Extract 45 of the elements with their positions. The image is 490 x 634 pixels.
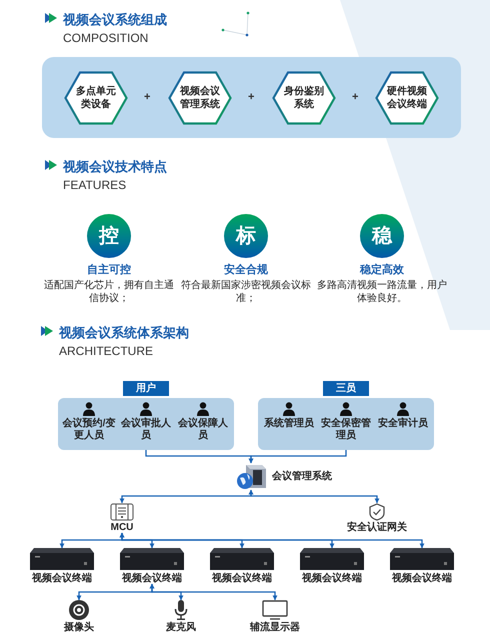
hexagon-box: 硬件视频会议终端 (375, 71, 439, 125)
connector-arrow (120, 532, 424, 548)
feature-description: 多路高清视频一路流量，用户体验良好。 (317, 279, 447, 305)
device-label: 麦克风 (166, 622, 196, 633)
feature-title: 自主可控 (86, 262, 132, 278)
device-label: 视频会议终端 (122, 573, 182, 584)
connector-arrow (150, 584, 278, 600)
role-label: 会议预约/变更人员 (62, 418, 116, 442)
section-subtitle: FEATURES (63, 177, 126, 194)
group-panel (258, 398, 434, 450)
hexagon-box: 多点单元类设备 (64, 71, 128, 125)
group-header-tab: 三员 (323, 381, 369, 396)
role-label: 会议保障人员 (177, 418, 229, 442)
hexagon-box: 身份鉴别系统 (272, 71, 336, 125)
device-label: 视频会议终端 (392, 573, 452, 584)
group-header-tab: 用户 (123, 381, 169, 396)
section-title: 视频会议系统组成 (63, 11, 167, 29)
role-label: 会议审批人员 (120, 418, 172, 442)
feature-title: 稳定高效 (358, 262, 405, 278)
device-label: 视频会议终端 (32, 573, 92, 584)
group-panel (58, 398, 234, 450)
feature-description: 适配国产化芯片，拥有自主通信协议； (44, 279, 174, 305)
feature-title: 安全合规 (223, 262, 269, 278)
device-label: 辅流显示器 (250, 622, 300, 633)
system-label: 会议管理系统 (272, 470, 332, 484)
section-subtitle: ARCHITECTURE (59, 343, 154, 360)
connector-arrow (248, 450, 347, 464)
device-label: 视频会议终端 (302, 573, 362, 584)
plus-sign: + (352, 90, 358, 105)
role-label: 系统管理员 (264, 418, 314, 430)
plus-sign: + (248, 90, 254, 105)
section-title: 视频会议技术特点 (63, 158, 167, 176)
section-title: 视频会议系统体系架构 (59, 324, 189, 342)
role-label: 安全保密管理员 (320, 418, 372, 442)
feature-description: 符合最新国家涉密视频会议标准； (181, 279, 311, 305)
hexagon-box: 视频会议管理系统 (168, 71, 232, 125)
connector-arrow (248, 490, 380, 504)
role-label: 安全审计员 (378, 418, 428, 430)
device-label: 视频会议终端 (212, 573, 272, 584)
device-label: 安全认证网关 (347, 522, 407, 533)
device-label: 摄像头 (64, 622, 94, 633)
device-label: MCU (110, 522, 134, 533)
plus-sign: + (144, 90, 150, 105)
composition-panel (42, 57, 461, 138)
section-subtitle: COMPOSITION (63, 30, 148, 47)
